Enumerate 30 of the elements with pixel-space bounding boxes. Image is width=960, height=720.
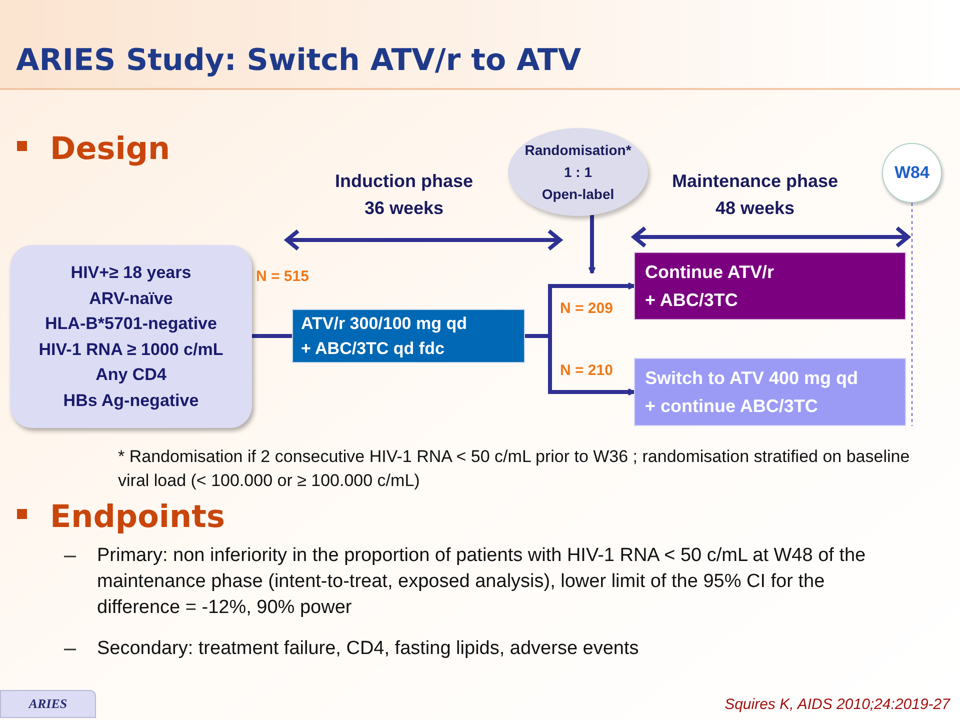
phase-label: Induction phase 36 weeks: [334, 170, 474, 220]
node-text: Switch to ATV 400 mg qd + continue ABC/3TC: [645, 367, 860, 418]
node-text: Any CD4: [96, 364, 166, 386]
node-text: HLA-B*5701-negative: [45, 313, 217, 335]
node-text: ATV/r 300/100 mg qd + ABC/3TC qd fdc: [301, 313, 468, 360]
connector-line: [252, 334, 292, 338]
footnote: * Randomisation if 2 consecutive HIV-1 RNA < 50 c/mL prior to W36 ; randomisation stratified on baseline viral load (< 100.000 or ≥ 100.000 c/mL): [118, 446, 911, 492]
section-heading: Design: [50, 130, 170, 169]
endpoint-text: Primary: non inferiority in the proportion of patients with HIV-1 RNA < 50 c/mL at W48 of the maintenance phase (intent-to-treat, exposed analysis), lower limit of the 95% CI for the difference = -12%, 90% power: [97, 544, 867, 620]
sample-size: N = 515: [256, 267, 309, 287]
phase-label: Maintenance phase 48 weeks: [670, 170, 840, 220]
arm-box: [634, 358, 906, 426]
arm-box: [634, 252, 906, 320]
node-text: Randomisation*: [524, 141, 632, 160]
node-text: W84: [894, 162, 930, 184]
criteria-box: [10, 245, 252, 428]
arrow: [588, 215, 596, 274]
node-text: ARV-naïve: [89, 288, 173, 310]
node-text: HBs Ag-negative: [63, 390, 199, 412]
endpoint-text: Secondary: treatment failure, CD4, fasting lipids, adverse events: [97, 637, 640, 661]
node-text: HIV-1 RNA ≥ 1000 c/mL: [38, 338, 224, 360]
citation: Squires K, AIDS 2010;24:2019-27: [724, 695, 950, 715]
section-heading: Endpoints: [50, 498, 225, 537]
slide-title: ARIES Study: Switch ATV/r to ATV: [16, 42, 582, 80]
node-text: Open-label: [542, 185, 614, 204]
node-text: Continue ATV/r + ABC/3TC: [645, 261, 775, 312]
footer-tab: ARIES: [0, 690, 96, 718]
node-text: HIV+≥ 18 years: [70, 262, 192, 284]
node-text: 1 : 1: [564, 163, 592, 182]
process-box: [292, 309, 525, 363]
